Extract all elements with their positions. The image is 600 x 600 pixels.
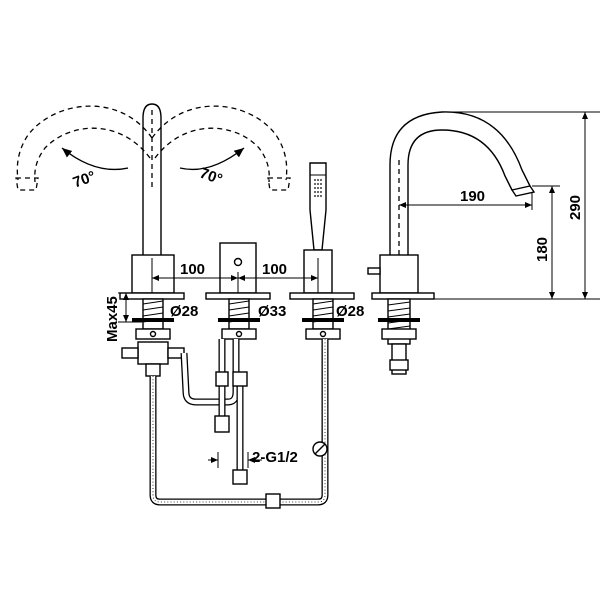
angle-arrow-right xyxy=(179,147,245,171)
hoses: 2-G1/2 xyxy=(121,339,329,509)
hole-label-left: Ø28 xyxy=(170,303,198,320)
angle-arrow-left xyxy=(61,147,129,171)
front-spout: 70° 70° xyxy=(15,103,291,255)
angle-label-right: 70° xyxy=(197,165,224,189)
hole-label-center: Ø33 xyxy=(258,303,286,320)
height-label: 180 xyxy=(534,237,551,262)
connection-label: 2-G1/2 xyxy=(252,449,298,466)
swing-arc-right xyxy=(151,105,288,181)
angle-label-left: 70° xyxy=(71,168,98,192)
spacing-label-right: 100 xyxy=(262,261,287,278)
deck-mounts: Ø28 Ø33 Ø28 Max45 xyxy=(104,292,364,342)
side-dimensions: 190 180 290 xyxy=(399,111,600,300)
spacing-label-left: 100 xyxy=(180,261,205,278)
reach-label: 190 xyxy=(460,188,485,205)
swing-arc-left-inner xyxy=(34,127,151,183)
max-deck-label: Max45 xyxy=(104,296,121,342)
swing-arc-right-inner xyxy=(154,127,270,183)
swing-arc-left xyxy=(16,105,153,181)
front-mixer xyxy=(131,162,333,294)
hole-label-right: Ø28 xyxy=(336,303,364,320)
side-view xyxy=(367,111,536,375)
total-height-label: 290 xyxy=(567,195,584,220)
